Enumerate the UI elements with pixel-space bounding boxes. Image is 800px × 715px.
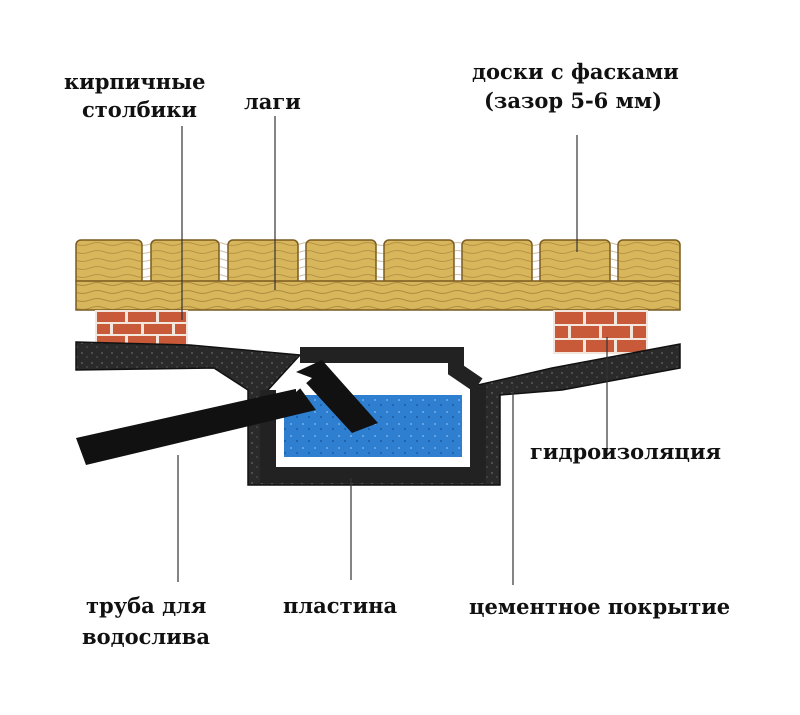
- label-waterproofing: гидроизоляция: [530, 439, 722, 464]
- floor-boards: [75, 239, 681, 286]
- label-brick-posts-line2: столбики: [82, 97, 197, 122]
- water: [284, 395, 462, 457]
- label-boards-line1: доски с фасками: [472, 59, 679, 84]
- label-drain-pipe-line2: водослива: [82, 624, 210, 649]
- label-joists: лаги: [244, 89, 301, 114]
- leader-lines: [177, 116, 608, 585]
- label-brick-posts-line1: кирпичные: [64, 69, 206, 94]
- brick-post-right: [553, 310, 648, 354]
- label-drain-pipe-line1: труба для: [86, 593, 207, 618]
- brick-post-left: [95, 310, 188, 348]
- label-boards-line2: (зазор 5-6 мм): [484, 88, 663, 113]
- label-plate: пластина: [283, 593, 398, 618]
- joist: [75, 280, 681, 311]
- label-cement-coating: цементное покрытие: [469, 594, 731, 619]
- drain-pipe: [76, 360, 378, 465]
- waterproofing-layer: [75, 341, 681, 486]
